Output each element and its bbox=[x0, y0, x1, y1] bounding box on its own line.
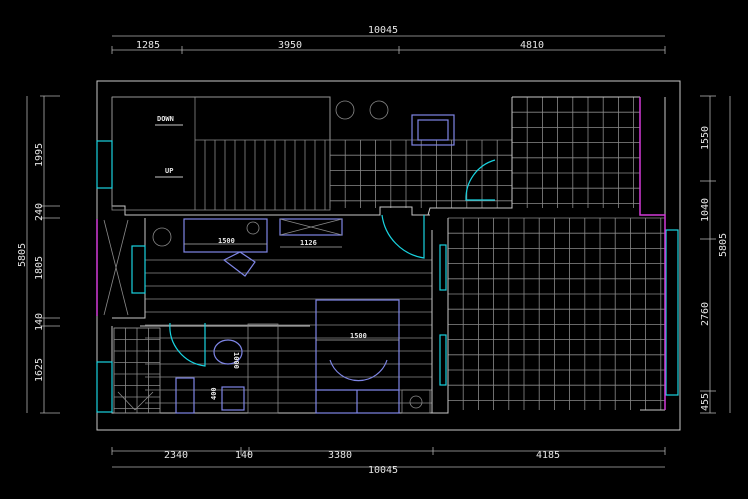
dim-bottom-2: 140 bbox=[235, 450, 253, 461]
wood-floor-hatch bbox=[145, 259, 432, 404]
dim-right-3: 2760 bbox=[700, 302, 711, 326]
dim-top-1: 1285 bbox=[136, 40, 160, 51]
furniture: 1500 1126 1500 1000 400 bbox=[113, 100, 455, 414]
dim-left-total: 5805 bbox=[17, 243, 28, 267]
dim-bottom-3: 3380 bbox=[328, 450, 352, 461]
dim-left-3: 1805 bbox=[34, 256, 45, 280]
dim-left-1: 1995 bbox=[34, 143, 45, 167]
dim-bottom-total: 10045 bbox=[368, 465, 398, 476]
dimension-lines bbox=[26, 35, 731, 468]
bed-width-label: 1500 bbox=[350, 332, 367, 340]
tile-grids bbox=[113, 96, 665, 413]
dim-right-2: 1040 bbox=[700, 198, 711, 222]
dim-bottom-1: 2340 bbox=[164, 450, 188, 461]
dim-right-4: 455 bbox=[700, 393, 711, 411]
wardrobe-width-label: 1126 bbox=[300, 239, 317, 247]
dim-right-1: 1550 bbox=[700, 126, 711, 150]
staircase: DOWN UP bbox=[111, 96, 331, 211]
dim-top-2: 3950 bbox=[278, 40, 302, 51]
dim-right-total: 5805 bbox=[718, 233, 729, 257]
cabinet-size-label: 400 bbox=[210, 387, 218, 400]
dim-top-total: 10045 bbox=[368, 25, 398, 36]
desk-width-label: 1500 bbox=[218, 237, 235, 245]
dim-left-4: 140 bbox=[34, 313, 45, 331]
dim-left-2: 240 bbox=[34, 203, 45, 221]
doors bbox=[169, 159, 496, 367]
stair-down-label: DOWN bbox=[157, 115, 174, 123]
dim-top-3: 4810 bbox=[520, 40, 544, 51]
dim-left-5: 1625 bbox=[34, 358, 45, 382]
dim-bottom-4: 4185 bbox=[536, 450, 560, 461]
windows bbox=[96, 97, 679, 413]
stair-up-label: UP bbox=[165, 167, 173, 175]
vanity-length-label: 1000 bbox=[232, 352, 240, 369]
